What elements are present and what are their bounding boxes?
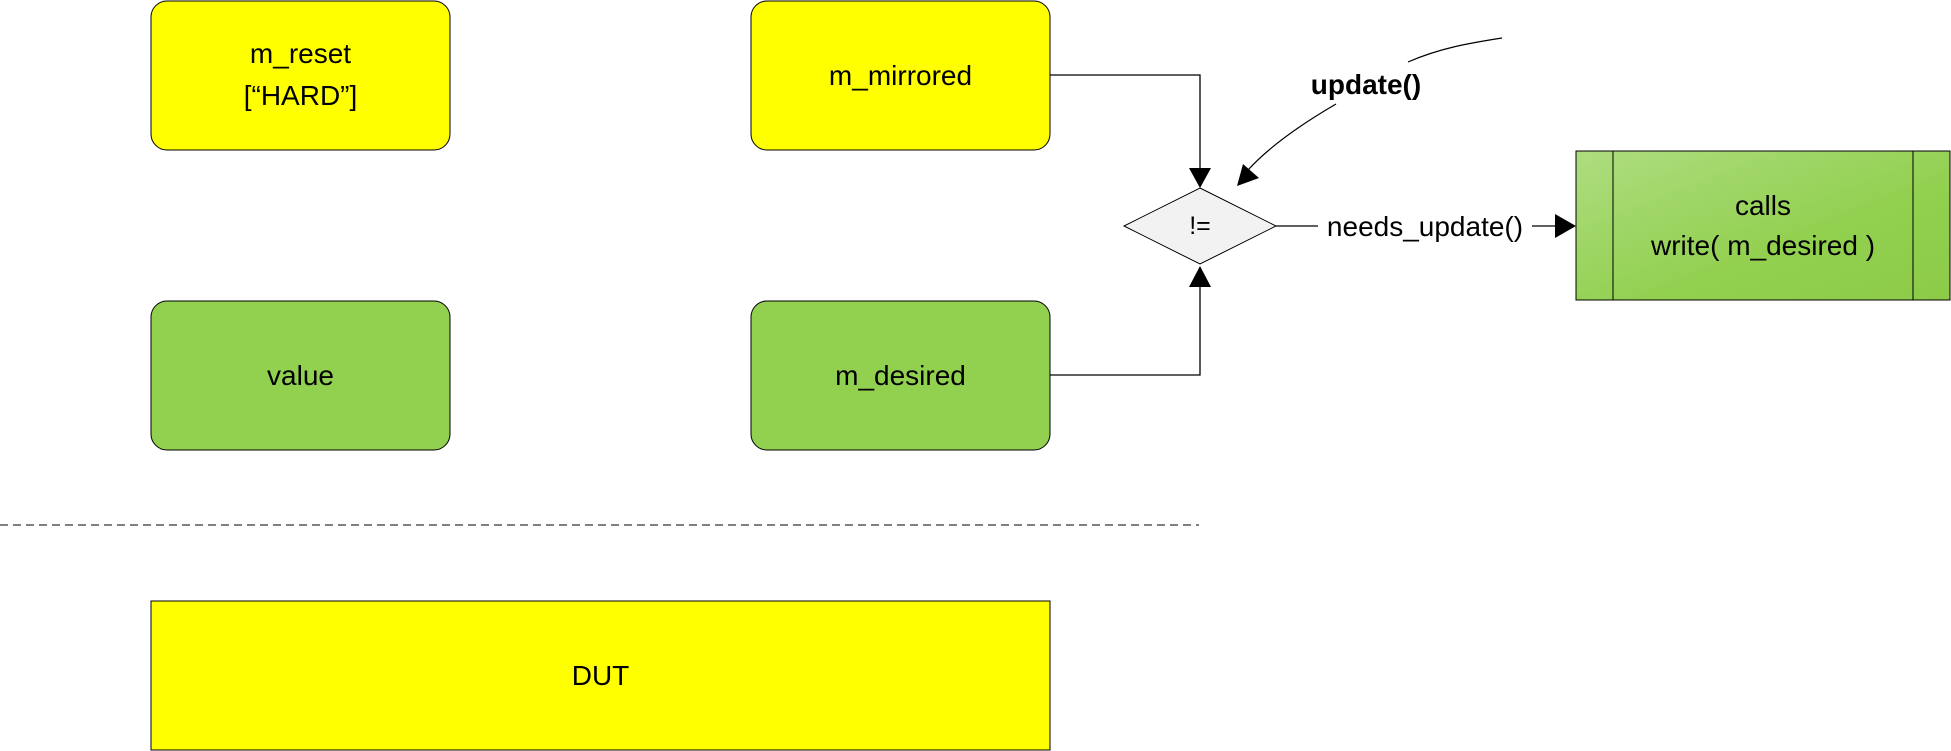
dut-label: DUT [572, 660, 630, 691]
write-desired-label: write( m_desired ) [1650, 230, 1875, 261]
m-desired-node: m_desired [750, 300, 1051, 451]
compare-diamond: != [1122, 187, 1278, 265]
needs-update-connector: needs_update() [1276, 211, 1576, 242]
calls-label: calls [1735, 190, 1791, 221]
m-reset-kind-label: [“HARD”] [244, 80, 358, 111]
update-annotation: update() [1237, 37, 1503, 186]
update-label: update() [1311, 69, 1421, 100]
m-desired-label: m_desired [835, 360, 966, 391]
mirrored-to-compare-connector [1050, 74, 1211, 188]
desired-to-compare-connector [1050, 266, 1211, 376]
value-label: value [267, 360, 334, 391]
value-node: value [150, 300, 451, 451]
compare-operator-label: != [1189, 212, 1211, 240]
m-reset-label: m_reset [250, 38, 351, 69]
dut-node: DUT [150, 600, 1051, 751]
m-mirrored-node: m_mirrored [750, 0, 1051, 151]
calls-write-node: calls write( m_desired ) [1575, 150, 1951, 301]
m-mirrored-label: m_mirrored [829, 60, 972, 91]
m-reset-node: m_reset [“HARD”] [150, 0, 451, 151]
needs-update-label: needs_update() [1327, 211, 1523, 242]
